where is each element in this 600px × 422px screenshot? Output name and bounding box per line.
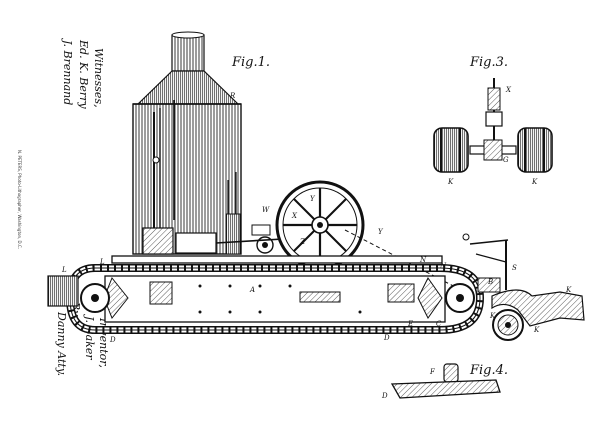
ref-label-z: Z xyxy=(299,238,305,246)
fig1-label: Fig.1. xyxy=(231,55,270,70)
fig3-ref-k2: K xyxy=(531,178,538,186)
ref-label-w: W xyxy=(262,206,270,214)
ref-label-l1: L xyxy=(61,266,67,274)
flywheel: X Y Y Z xyxy=(275,180,384,270)
inventor-attorneys: Danny Atty. xyxy=(55,311,68,376)
fig3-ref-k1: K xyxy=(447,178,454,186)
ref-label-d1: D xyxy=(109,336,116,344)
fig4-ref-d: D xyxy=(381,392,388,400)
ref-label-x: X xyxy=(291,212,298,220)
ref-label-a: A xyxy=(249,286,255,294)
witnesses-heading: Witnesses, xyxy=(92,48,105,108)
ref-label-n2: N xyxy=(419,256,427,264)
witness-signature-1: Ed. K. Berry xyxy=(77,39,90,109)
boiler: R xyxy=(132,31,242,255)
fig3-ref-g: G xyxy=(503,156,509,164)
ref-label-e1: E xyxy=(407,320,413,328)
engine: W xyxy=(142,172,301,255)
ref-label-s: S xyxy=(512,264,517,272)
ref-label-c: K xyxy=(489,312,496,320)
ref-label-i: K xyxy=(533,326,540,334)
inventor-heading: Inventor, xyxy=(97,317,110,368)
inventor-block: Inventor, J. Baker By Danny Atty. xyxy=(55,301,110,376)
track-assembly: L L D D A N N E C xyxy=(47,255,485,344)
ref-label-d2: D xyxy=(383,334,390,342)
fig4-label: Fig.4. xyxy=(469,363,508,378)
publisher-note: N. PETERS, Photo-Lithographer, Washingto… xyxy=(17,150,22,249)
fig3-ref-x: X xyxy=(505,86,512,94)
ref-label-l2: L xyxy=(99,258,105,266)
ref-label-k: K xyxy=(565,286,572,294)
fig4-track-shoe: F D xyxy=(381,363,501,400)
ref-label-y2: Y xyxy=(378,228,384,236)
witnesses-block: Witnesses, Ed. K. Berry J. Brennand xyxy=(61,38,105,109)
ref-label-e2: C xyxy=(436,320,442,328)
steering-assembly: B S K K K xyxy=(462,233,585,341)
ref-label-y1: Y xyxy=(310,195,316,203)
ref-label-n1: N xyxy=(439,262,447,270)
inventor-name: J. Baker xyxy=(83,314,96,360)
fig4-ref-f: F xyxy=(429,368,436,376)
witness-signature-2: J. Brennand xyxy=(61,38,74,105)
fig3-label: Fig.3. xyxy=(469,55,508,70)
ref-label-r: R xyxy=(229,92,236,100)
ref-label-b: B xyxy=(487,278,493,286)
fig3-axle-assembly: X K K G xyxy=(433,78,553,186)
